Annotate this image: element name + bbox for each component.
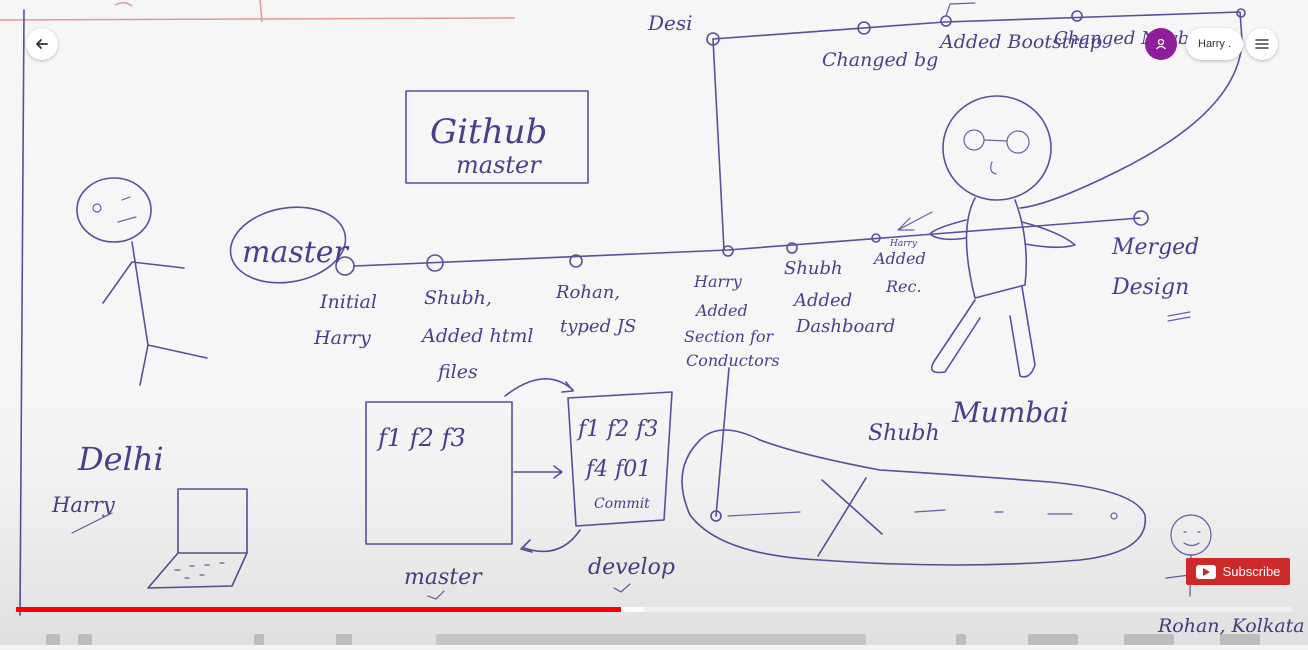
stick-figure-left-body [102, 241, 208, 386]
subscribe-label: Subscribe [1222, 564, 1281, 579]
back-button[interactable] [26, 28, 58, 60]
subscribe-button[interactable]: Subscribe [1186, 558, 1290, 585]
master-branch-line [354, 217, 1141, 267]
commit-label-rohan-js: Rohan, typed JS [555, 282, 636, 337]
chapter-title-area[interactable] [436, 634, 866, 645]
commit-label-shubh-dashboard: Shubh Added Dashboard [784, 258, 895, 337]
github-subtitle: master [456, 151, 542, 179]
master-files-box [365, 401, 513, 545]
commit-label-shubh-html: Shubh, Added html files [420, 287, 540, 383]
player-controls-row [0, 628, 1308, 645]
user-name: Harry . [1198, 38, 1231, 50]
stick-figure-small-head [1170, 514, 1212, 556]
menu-button[interactable] [1246, 28, 1278, 60]
hamburger-menu-icon [1255, 39, 1269, 49]
volume-icon[interactable] [336, 634, 352, 645]
commit-label-harry-rec: Harry Added Rec. [872, 231, 931, 296]
develop-files-box [567, 391, 673, 527]
desi-branch-vertical [712, 38, 725, 251]
master-branch-label: master [242, 235, 350, 270]
play-button[interactable] [46, 634, 60, 645]
arrow-to-develop [504, 378, 574, 397]
board-margin-line [19, 9, 25, 616]
desi-branch-line [712, 11, 1243, 209]
develop-files-text: f1 f2 f3 f4 f01 Commit [576, 417, 665, 512]
delhi-label: Delhi [77, 440, 164, 478]
stick-figure-left-head [76, 177, 152, 243]
mumbai-label: Mumbai [951, 396, 1069, 429]
harry-label: Harry [51, 493, 116, 517]
develop-label: develop [588, 555, 675, 580]
commit-label-added-bootstrap: Added Bootstrap [938, 31, 1102, 53]
master-files-label: master [404, 565, 483, 590]
arrow-back-to-master [520, 529, 581, 553]
rohan-kolkata-label: Rohan, Kolkata [1157, 615, 1305, 637]
scribbled-branch-area [681, 429, 1147, 566]
github-title: Github [430, 112, 547, 152]
account-icon [1156, 38, 1166, 50]
commit-label-harry-section: Harry Added Section for Conductors [684, 272, 780, 370]
desi-branch-label: Desi [647, 11, 693, 35]
next-button[interactable] [254, 634, 264, 645]
video-progress-bar[interactable] [16, 607, 1292, 612]
account-avatar-button[interactable] [1145, 28, 1177, 60]
youtube-logo-icon [1195, 564, 1216, 579]
settings-button[interactable] [1124, 634, 1174, 645]
commit-label-changed-bg: Changed bg [822, 49, 938, 71]
stick-figure-right-head [942, 95, 1052, 201]
previous-button[interactable] [78, 634, 92, 645]
subtitles-button[interactable] [1028, 634, 1078, 645]
master-branch-bubble [229, 206, 347, 284]
arrow-left-icon [36, 39, 48, 49]
stick-figure-right-body [965, 197, 1027, 299]
fullscreen-button[interactable] [1220, 634, 1260, 645]
github-box [405, 90, 589, 184]
shubh-label: Shubh [868, 421, 940, 446]
autoplay-toggle[interactable] [956, 634, 966, 645]
progress-played [16, 607, 621, 612]
master-files-text: f1 f2 f3 [376, 424, 466, 452]
merged-design-label: Merged Design [1111, 235, 1206, 300]
laptop-drawing [177, 488, 248, 554]
user-name-chip[interactable]: Harry . [1186, 28, 1243, 60]
commit-label-initial: Initial Harry [313, 291, 383, 349]
arrow-files-right [513, 465, 563, 479]
